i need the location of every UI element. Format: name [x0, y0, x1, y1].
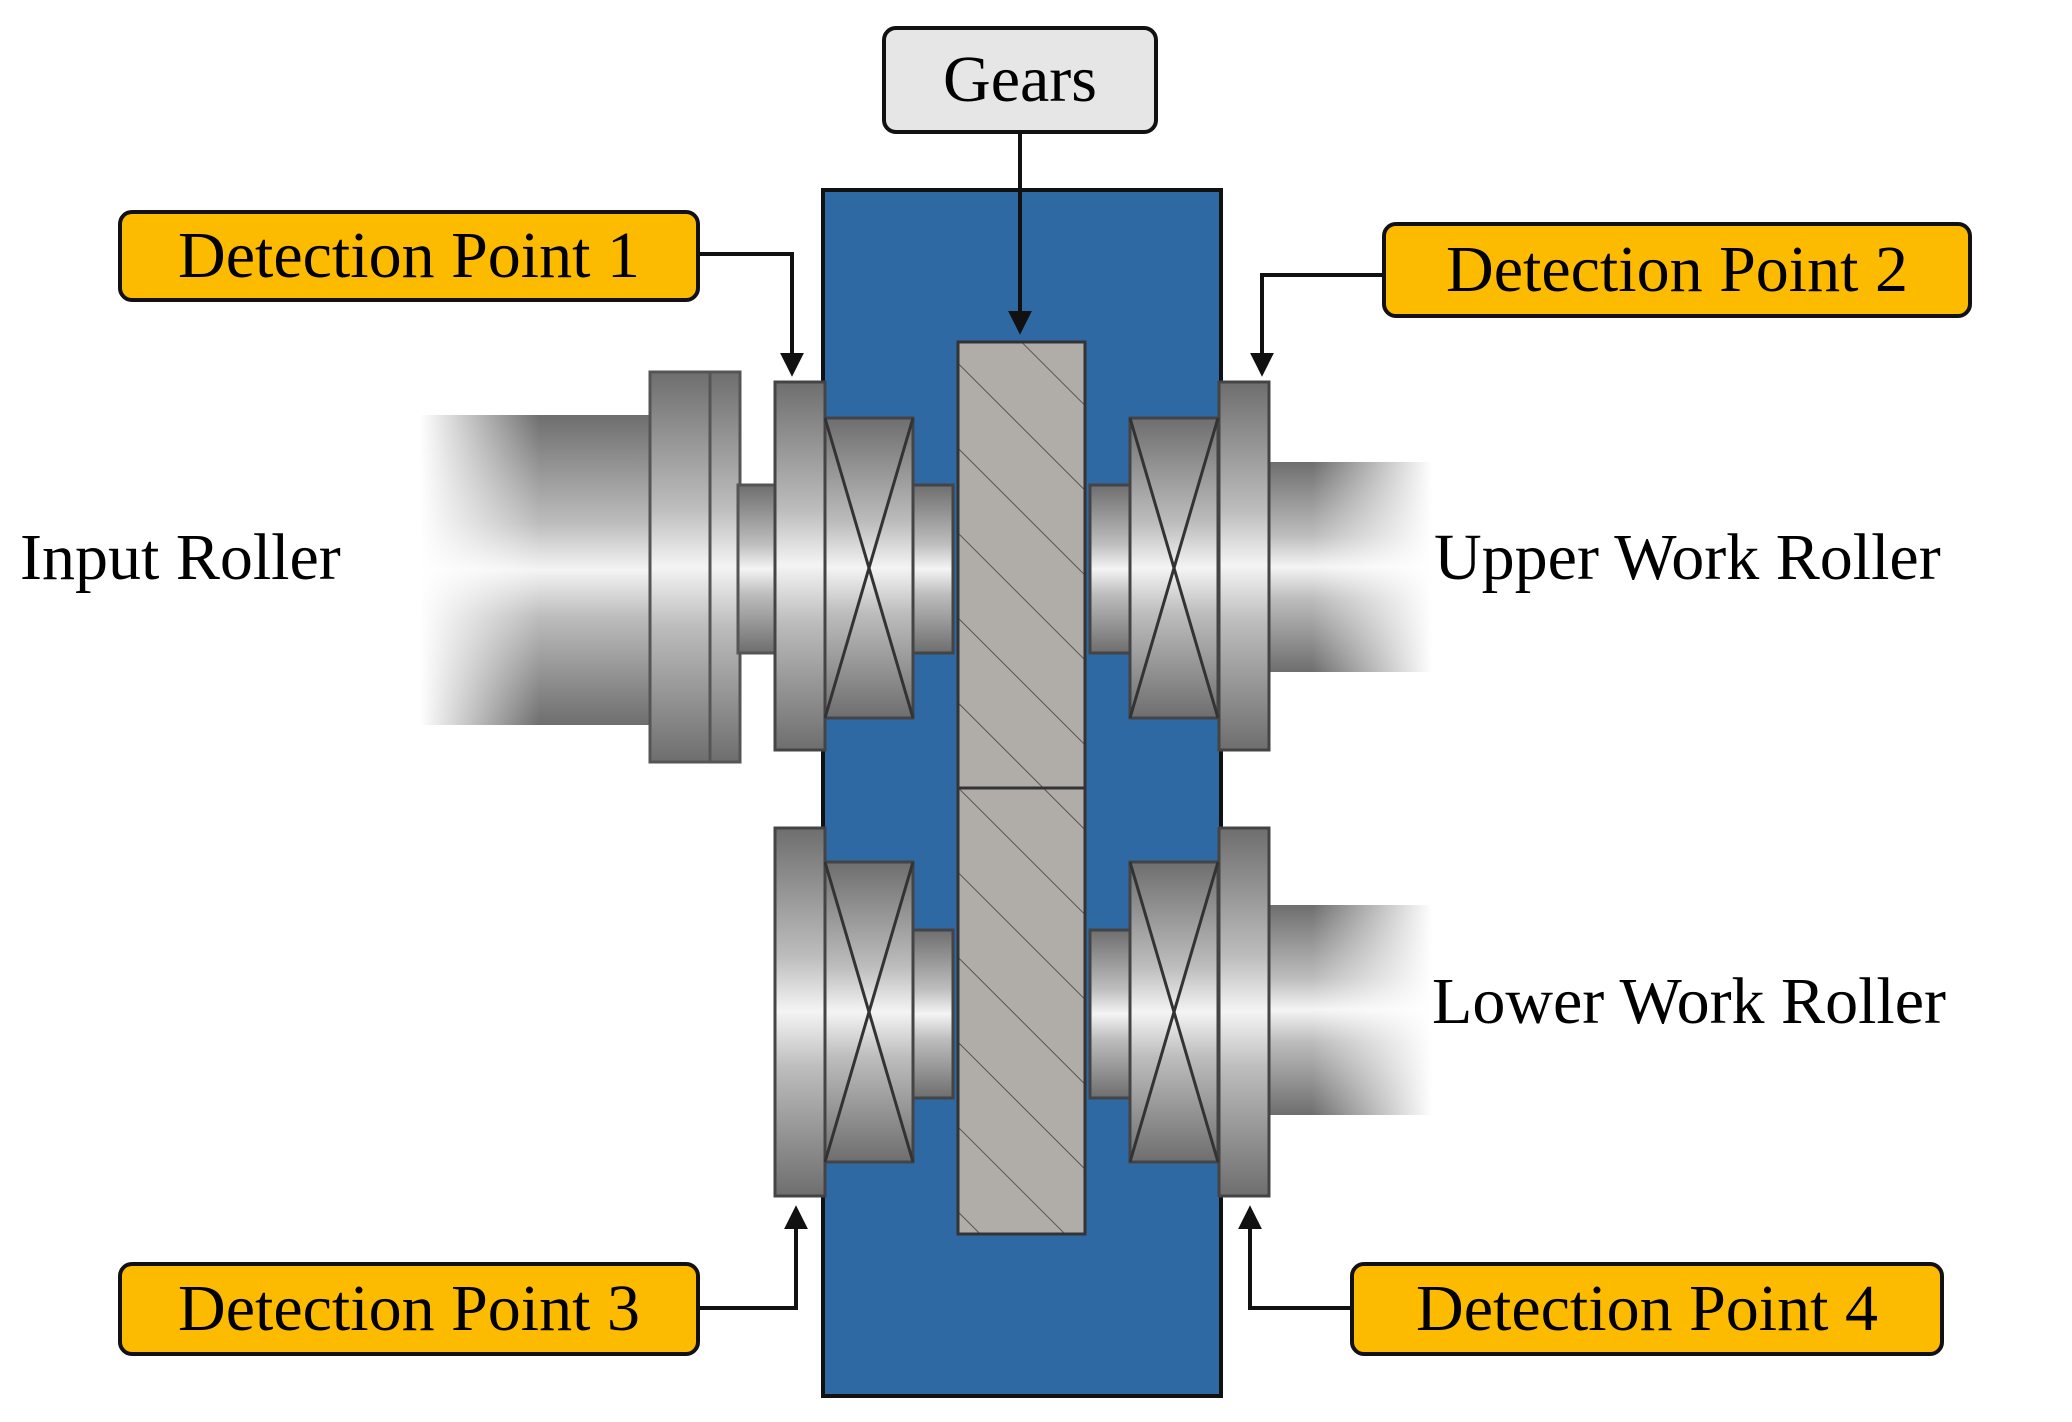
upper-work-roller-label: Upper Work Roller [1434, 521, 1941, 594]
bearing-cap-2 [1217, 380, 1271, 752]
detection-4-leader [1238, 1205, 1352, 1310]
bearing-cap-1 [773, 380, 827, 752]
upper-work-roller-shaft [1262, 462, 1432, 672]
bearing-cap-3 [773, 826, 827, 1198]
detection-point-1-label: Detection Point 1 [118, 210, 700, 302]
detection-2-leader [1250, 273, 1382, 377]
lower-work-roller-shaft [1262, 905, 1432, 1115]
input-roller-label: Input Roller [20, 521, 341, 594]
input-roller-shaft [420, 370, 785, 764]
gears-label: Gears [882, 26, 1158, 134]
detection-1-leader [700, 252, 804, 377]
lower-work-roller-label: Lower Work Roller [1432, 965, 1947, 1038]
bearing-upper-left [823, 416, 955, 720]
bearing-cap-4 [1217, 826, 1271, 1198]
detection-point-3-label: Detection Point 3 [118, 1262, 700, 1356]
lower-gear [956, 786, 1087, 1236]
detection-point-4-label: Detection Point 4 [1350, 1262, 1944, 1356]
detection-3-leader [700, 1205, 808, 1310]
detection-point-2-label: Detection Point 2 [1382, 222, 1972, 318]
bearing-upper-right [1088, 416, 1220, 720]
leader-lines [700, 132, 1382, 1310]
bearing-lower-left [823, 860, 955, 1164]
bearing-lower-right [1088, 860, 1220, 1164]
upper-gear [956, 340, 1087, 790]
